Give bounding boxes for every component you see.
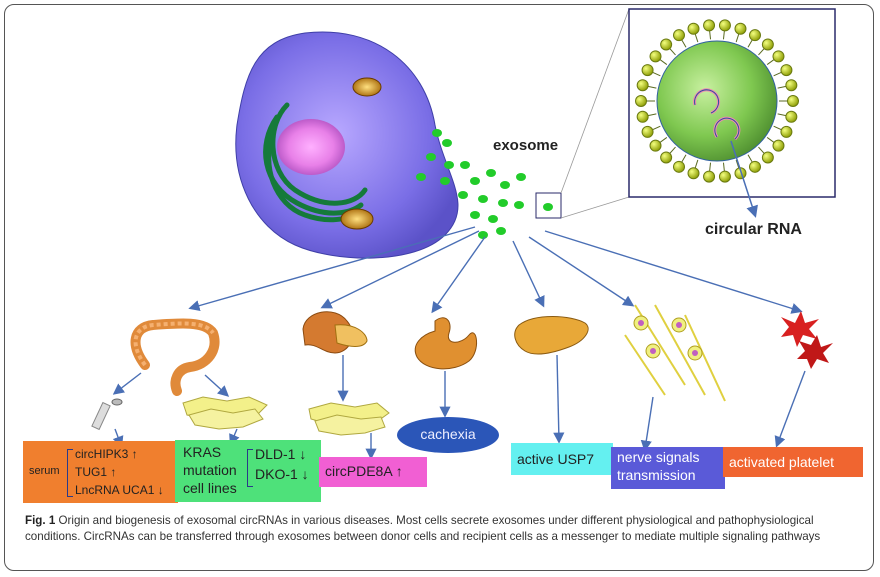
figure-label: Fig. 1 bbox=[25, 514, 56, 527]
circpde8a-label: circPDE8A ↑ bbox=[325, 463, 403, 479]
lipid-head bbox=[660, 38, 673, 51]
exosome-particles bbox=[416, 129, 553, 239]
lipid-head bbox=[734, 167, 747, 180]
lipid-head bbox=[660, 151, 673, 164]
nerve-line: transmission bbox=[617, 467, 696, 483]
serum-label: serum bbox=[29, 465, 60, 477]
mitochondrion bbox=[352, 77, 382, 97]
mitochondrion bbox=[340, 208, 374, 230]
kras-item: DKO-1 ↓ bbox=[255, 466, 309, 482]
lipid-head bbox=[734, 22, 747, 35]
lipid-head bbox=[785, 110, 798, 123]
serum-item: circHIPK3 ↑ bbox=[75, 447, 138, 461]
lipid-head bbox=[772, 50, 785, 63]
cell-culture-icon bbox=[308, 402, 390, 436]
nucleus bbox=[277, 119, 345, 175]
exosome-zoom-box bbox=[535, 192, 562, 219]
donor-cell bbox=[235, 31, 459, 259]
lipid-head bbox=[780, 64, 793, 77]
platelet-label: activated platelet bbox=[729, 454, 835, 470]
lipid-head bbox=[787, 95, 799, 107]
circular-rna-label: circular RNA bbox=[705, 221, 802, 238]
stomach-icon bbox=[414, 317, 477, 370]
neurons-icon bbox=[624, 304, 726, 402]
lipid-head bbox=[703, 170, 716, 183]
kras-item: DLD-1 ↓ bbox=[255, 446, 307, 462]
lipid-head bbox=[772, 139, 785, 152]
exosome-zoom-panel bbox=[628, 8, 836, 198]
bracket bbox=[67, 449, 73, 497]
lipid-head bbox=[641, 64, 654, 77]
kras-line: KRAS bbox=[183, 444, 222, 460]
nerve-line: nerve signals bbox=[617, 449, 700, 465]
usp7-label: active USP7 bbox=[517, 451, 595, 467]
serum-box: serum circHIPK3 ↑ TUG1 ↑ LncRNA UCA1 ↓ bbox=[23, 441, 178, 503]
lipid-head bbox=[636, 79, 649, 92]
lipid-head bbox=[718, 19, 731, 32]
lipid-head bbox=[641, 125, 654, 138]
cell-culture-icon bbox=[182, 396, 268, 430]
figure-frame: exosome circular RNA serum circHIPK3 ↑ T… bbox=[4, 4, 874, 571]
lipid-head bbox=[649, 139, 662, 152]
figure-caption: Fig. 1 Origin and biogenesis of exosomal… bbox=[25, 513, 865, 545]
platelets-icon bbox=[781, 311, 833, 369]
caption-text: Origin and biogenesis of exosomal circRN… bbox=[25, 514, 821, 543]
pancreas-icon bbox=[302, 311, 368, 354]
serum-item: TUG1 ↑ bbox=[75, 465, 117, 479]
secretion-arrows bbox=[188, 226, 803, 314]
lipid-head bbox=[635, 95, 647, 107]
nerve-signals-box: nerve signals transmission bbox=[611, 447, 725, 489]
lipid-head bbox=[636, 110, 649, 123]
serum-item: LncRNA UCA1 ↓ bbox=[75, 483, 164, 497]
activated-platelet-box: activated platelet bbox=[723, 447, 863, 477]
lipid-head bbox=[749, 160, 761, 173]
lipid-head bbox=[687, 22, 700, 35]
exosome-diagram bbox=[91, 8, 836, 460]
lipid-head bbox=[649, 50, 662, 63]
lipid-head bbox=[718, 170, 731, 183]
usp7-box: active USP7 bbox=[511, 443, 613, 475]
liver-icon bbox=[514, 316, 589, 355]
lipid-head bbox=[785, 79, 798, 92]
lipid-head bbox=[703, 19, 716, 32]
lipid-head bbox=[673, 29, 685, 42]
cachexia-oval: cachexia bbox=[397, 417, 499, 453]
test-tube-icon bbox=[91, 398, 123, 431]
circpde8a-box: circPDE8A ↑ bbox=[319, 457, 427, 487]
kras-line: mutation bbox=[183, 462, 237, 478]
lipid-head bbox=[761, 38, 774, 51]
kras-line: cell lines bbox=[183, 480, 237, 496]
lipid-head bbox=[780, 125, 793, 138]
bracket bbox=[247, 449, 253, 487]
exosome-label: exosome bbox=[493, 137, 559, 154]
kras-box: KRAS mutation cell lines DLD-1 ↓ DKO-1 ↓ bbox=[175, 440, 321, 502]
lipid-head bbox=[687, 167, 700, 180]
lipid-head bbox=[761, 151, 774, 164]
lipid-head bbox=[673, 160, 685, 173]
cachexia-label: cachexia bbox=[420, 426, 476, 442]
lipid-head bbox=[749, 29, 761, 42]
colon-icon bbox=[130, 318, 220, 396]
